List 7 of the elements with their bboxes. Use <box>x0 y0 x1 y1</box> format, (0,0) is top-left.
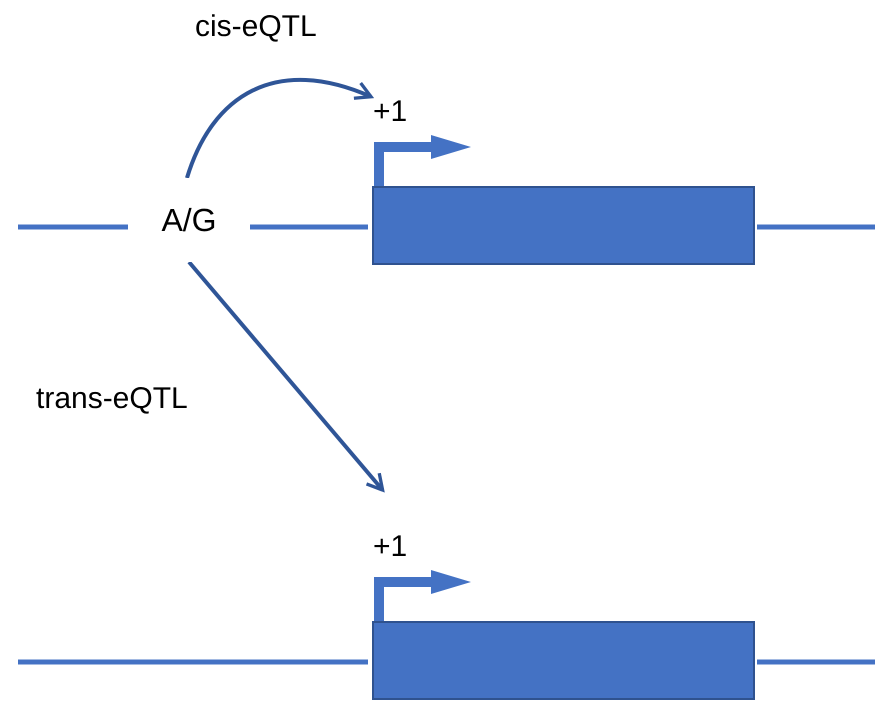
arrow <box>187 260 384 492</box>
edge-label: trans-eQTL <box>36 384 188 414</box>
edge-label: cis-eQTL <box>195 12 317 42</box>
position-label: +1 <box>373 532 408 562</box>
allele-label: A/G <box>161 204 217 236</box>
position-label: +1 <box>373 97 408 127</box>
arrow <box>185 78 373 179</box>
